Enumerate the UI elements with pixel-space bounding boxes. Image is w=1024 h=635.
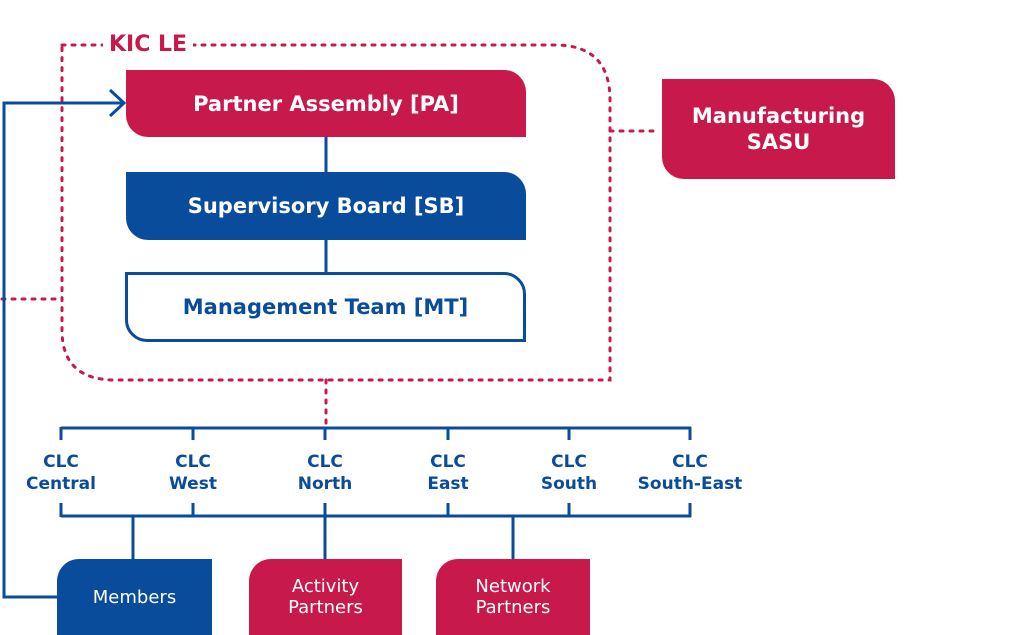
sasu-line-2: SASU <box>746 130 811 154</box>
kic-le-boundary <box>60 43 612 382</box>
members-label: Members <box>92 586 177 608</box>
network-partners-line-1: Network <box>475 576 551 597</box>
sasu-line-1: Manufacturing <box>691 104 866 128</box>
partner-assembly-box: Partner Assembly [PA] <box>126 70 526 137</box>
manufacturing-sasu-box: Manufacturing SASU <box>662 79 895 179</box>
activity-partners-line-2: Partners <box>288 597 363 618</box>
supervisory-board-box: Supervisory Board [SB] <box>126 172 526 240</box>
kic-le-label: KIC LE <box>103 32 194 57</box>
activity-partners-line-1: Activity <box>291 576 360 597</box>
arrow-right-icon <box>108 88 127 118</box>
management-team-box: Management Team [MT] <box>125 272 526 342</box>
network-partners-box: Network Partners <box>436 559 590 635</box>
members-box: Members <box>57 559 212 635</box>
network-partners-line-2: Partners <box>475 597 551 618</box>
members-feedback-line <box>2 101 124 599</box>
activity-partners-box: Activity Partners <box>249 559 402 635</box>
